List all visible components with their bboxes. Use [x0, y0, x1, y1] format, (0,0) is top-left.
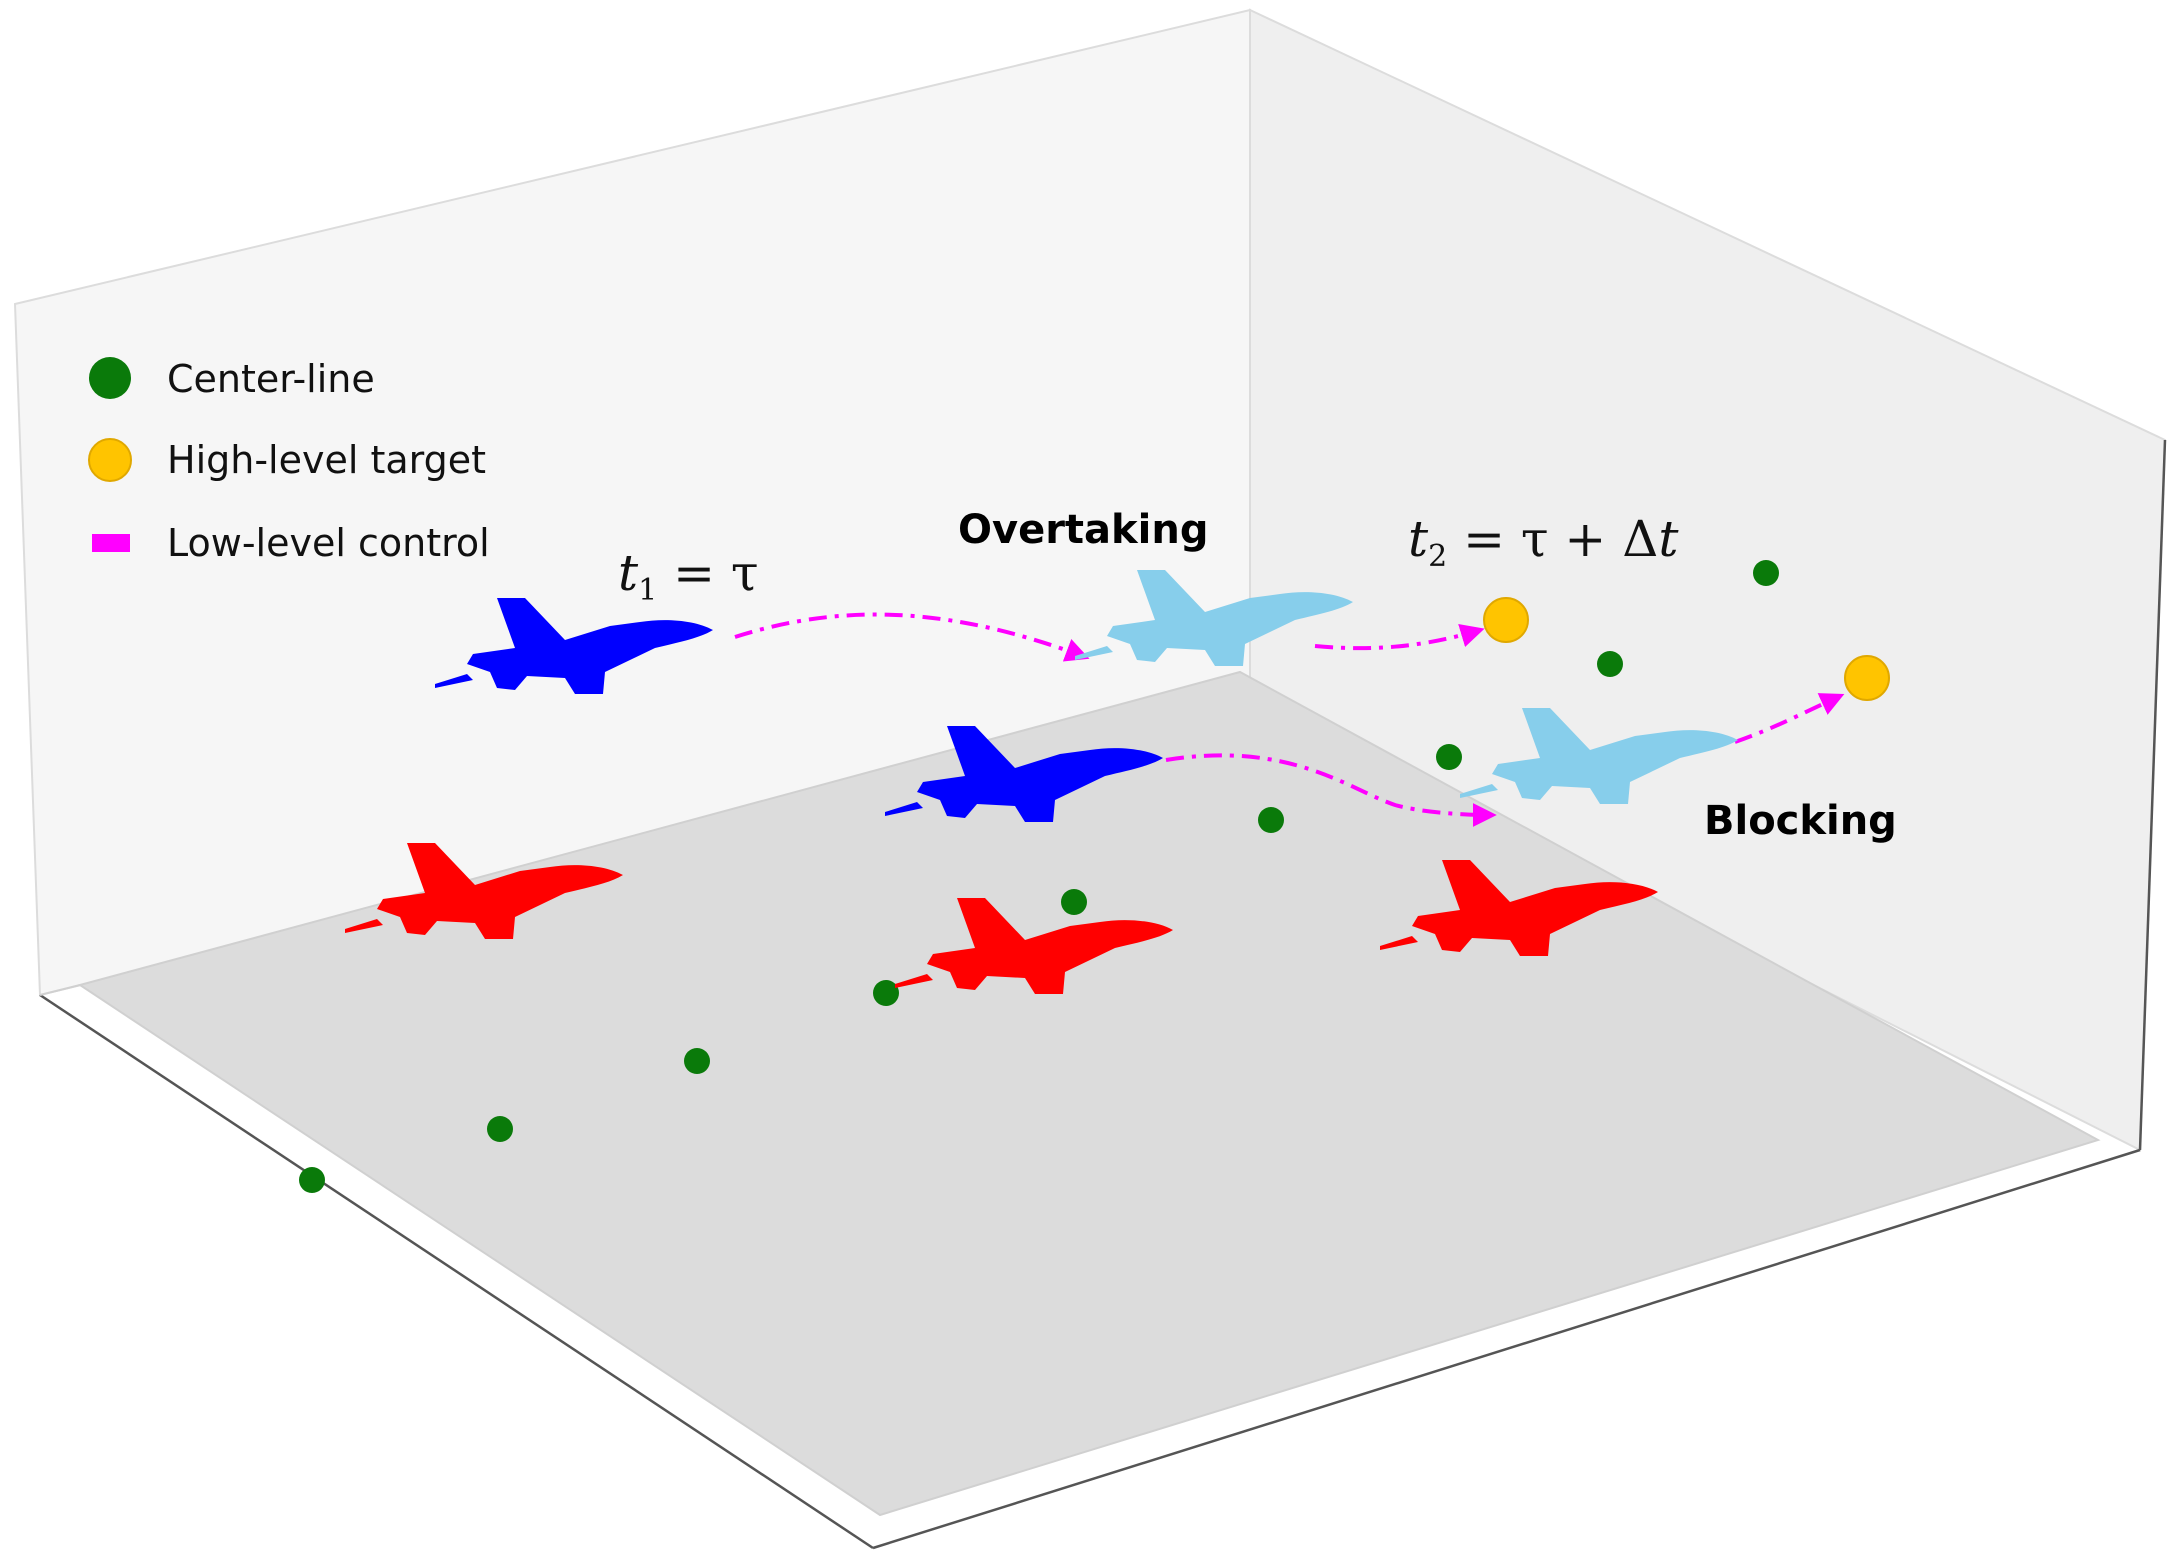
- center-line-point: [1436, 744, 1462, 770]
- high-level-target-overtaking: [1483, 597, 1529, 643]
- legend-label-high-level-target: High-level target: [167, 438, 486, 482]
- control-path-blocking-2: [1734, 693, 1845, 744]
- label-time-t2: t2 = τ + Δt: [1408, 510, 1679, 574]
- high-level-target-blocking: [1844, 655, 1890, 701]
- center-line-point: [299, 1167, 325, 1193]
- vertical-edge-right: [2138, 439, 2167, 1151]
- legend-label-center-line: Center-line: [167, 357, 375, 401]
- yellow-circle-marker-icon: [88, 438, 132, 482]
- center-line-point: [873, 980, 899, 1006]
- control-path-overtaking-1: [734, 612, 1090, 662]
- center-line-point: [684, 1048, 710, 1074]
- t1-var: t: [618, 544, 639, 602]
- magenta-rect-marker-icon: [92, 534, 130, 552]
- floor-edge-bottom: [872, 1148, 2141, 1550]
- low-level-control-paths: [734, 612, 1845, 827]
- t1-rest: = τ: [657, 544, 758, 602]
- center-line-point: [1258, 807, 1284, 833]
- center-line-point: [1061, 889, 1087, 915]
- floor-inner-edge: [39, 984, 81, 996]
- t2-var: t: [1408, 510, 1429, 568]
- legend: Center-line High-level target Low-level …: [88, 357, 490, 565]
- control-path-overtaking-2: [1314, 624, 1485, 651]
- green-circle-marker-icon: [89, 357, 131, 399]
- center-line-point: [1597, 651, 1623, 677]
- t1-sub: 1: [638, 573, 657, 608]
- t2-sub: 2: [1428, 539, 1447, 574]
- label-overtaking: Overtaking: [958, 507, 1208, 553]
- floor-edge-left: [39, 993, 874, 1550]
- center-line-point: [487, 1116, 513, 1142]
- center-line-point: [1753, 560, 1779, 586]
- t2-rest: = τ + Δ: [1447, 510, 1658, 568]
- label-blocking: Blocking: [1704, 798, 1897, 844]
- legend-label-low-level-control: Low-level control: [167, 521, 490, 565]
- t2-tail: t: [1658, 510, 1679, 568]
- center-line-points: [299, 560, 1779, 1193]
- control-path-blocking-1: [1165, 753, 1497, 827]
- label-time-t1: t1 = τ: [618, 544, 759, 608]
